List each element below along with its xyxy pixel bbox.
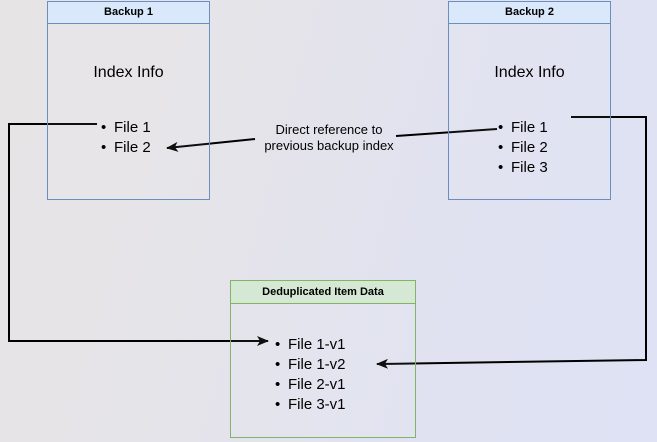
list-item: File 1 xyxy=(498,118,548,138)
dedup-file-list: File 1-v1 File 1-v2 File 2-v1 File 3-v1 xyxy=(275,335,346,415)
list-item: File 2 xyxy=(101,138,151,158)
list-item: File 2 xyxy=(498,138,548,158)
node-deduplicated-item-data[interactable]: Deduplicated Item Data File 1-v1 File 1-… xyxy=(230,280,416,438)
list-item: File 1 xyxy=(101,118,151,138)
node-dedup-header: Deduplicated Item Data xyxy=(231,281,415,304)
edge-label-line-1: Direct reference to xyxy=(275,122,383,137)
list-item: File 3-v1 xyxy=(275,395,346,415)
edge-label-direct-reference: Direct reference to previous backup inde… xyxy=(248,122,410,154)
node-dedup-body: File 1-v1 File 1-v2 File 2-v1 File 3-v1 xyxy=(231,304,415,437)
backup-2-file-list: File 1 File 2 File 3 xyxy=(498,118,548,178)
node-backup-2-body: Index Info File 1 File 2 File 3 xyxy=(449,24,610,199)
backup-1-index-info-title: Index Info xyxy=(93,64,164,81)
list-item: File 2-v1 xyxy=(275,375,346,395)
list-item: File 1-v1 xyxy=(275,335,346,355)
node-backup-1-header: Backup 1 xyxy=(48,2,209,24)
edge-label-line-2: previous backup index xyxy=(264,138,394,153)
node-backup-1-body: Index Info File 1 File 2 xyxy=(48,24,209,199)
list-item: File 3 xyxy=(498,158,548,178)
list-item: File 1-v2 xyxy=(275,355,346,375)
node-backup-1[interactable]: Backup 1 Index Info File 1 File 2 xyxy=(47,1,210,200)
node-backup-2[interactable]: Backup 2 Index Info File 1 File 2 File 3 xyxy=(448,1,611,200)
backup-1-file-list: File 1 File 2 xyxy=(101,118,151,158)
node-backup-2-header: Backup 2 xyxy=(449,2,610,24)
backup-2-index-info-title: Index Info xyxy=(494,64,565,81)
